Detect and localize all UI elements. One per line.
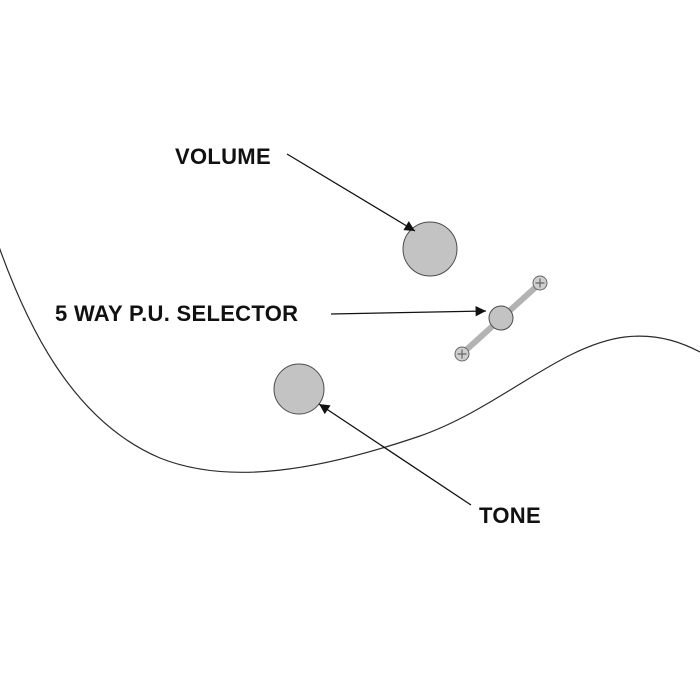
- selector-lever-tip: [488, 305, 514, 331]
- tone-knob: [273, 363, 325, 415]
- selector-label: 5 WAY P.U. SELECTOR: [55, 301, 298, 326]
- pickup-selector-switch: [454, 275, 548, 362]
- selector-screw-top: [532, 275, 548, 291]
- volume-arrow: [286, 153, 416, 232]
- selector-screw-bottom: [454, 346, 470, 362]
- guitar-body-outline: [0, 247, 700, 473]
- volume-knob: [402, 221, 458, 277]
- volume-label: VOLUME: [175, 144, 271, 169]
- tone-label: TONE: [479, 503, 541, 528]
- tone-arrow: [318, 403, 472, 506]
- selector-arrow: [330, 306, 487, 317]
